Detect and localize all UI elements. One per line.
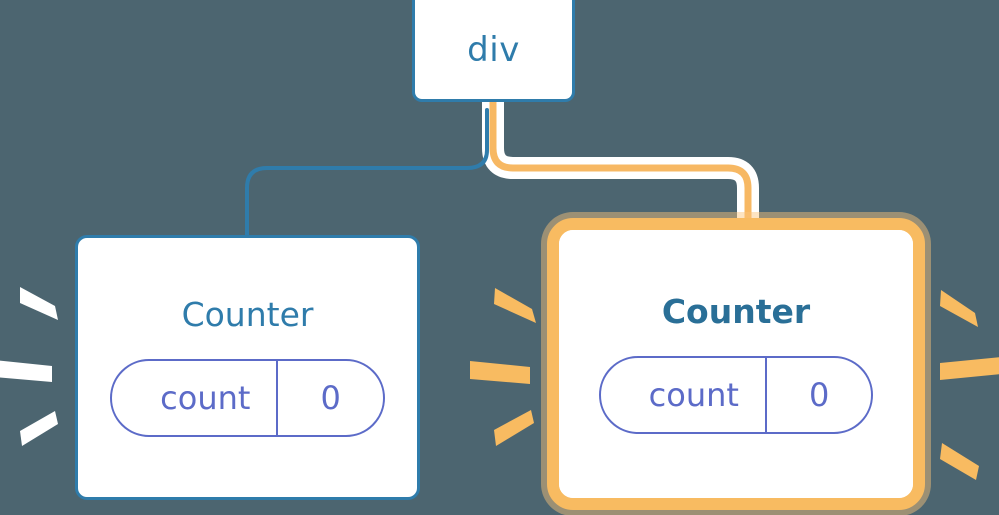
burst-ray bbox=[940, 290, 978, 327]
node-div[interactable]: div bbox=[412, 0, 575, 102]
node-counter-left[interactable]: Counter count 0 bbox=[75, 235, 420, 500]
burst-left-of-left-node bbox=[0, 287, 58, 446]
burst-ray bbox=[940, 443, 979, 480]
state-value-right: 0 bbox=[764, 357, 871, 432]
state-pill-left: count 0 bbox=[110, 359, 385, 437]
burst-right-of-left-node bbox=[470, 288, 536, 446]
burst-right-of-right-node bbox=[940, 290, 999, 480]
node-counter-right-body: Counter count 0 bbox=[559, 230, 913, 498]
node-counter-right-title: Counter bbox=[661, 291, 811, 331]
node-div-title: div bbox=[467, 30, 520, 70]
burst-ray bbox=[470, 361, 530, 384]
burst-ray bbox=[494, 410, 534, 446]
state-value-left: 0 bbox=[276, 361, 382, 435]
edge-div-to-counter-right bbox=[489, 98, 752, 240]
state-key-left: count bbox=[160, 379, 251, 417]
burst-ray bbox=[20, 287, 58, 320]
burst-ray bbox=[0, 360, 52, 382]
node-counter-right[interactable]: Counter count 0 bbox=[547, 218, 925, 510]
state-pill-right: count 0 bbox=[598, 355, 874, 434]
edge-div-to-counter-left bbox=[245, 108, 489, 240]
state-key-right: count bbox=[648, 375, 739, 414]
burst-ray bbox=[940, 357, 999, 380]
burst-ray bbox=[20, 411, 58, 446]
node-counter-left-title: Counter bbox=[181, 295, 314, 334]
burst-ray bbox=[494, 288, 536, 323]
